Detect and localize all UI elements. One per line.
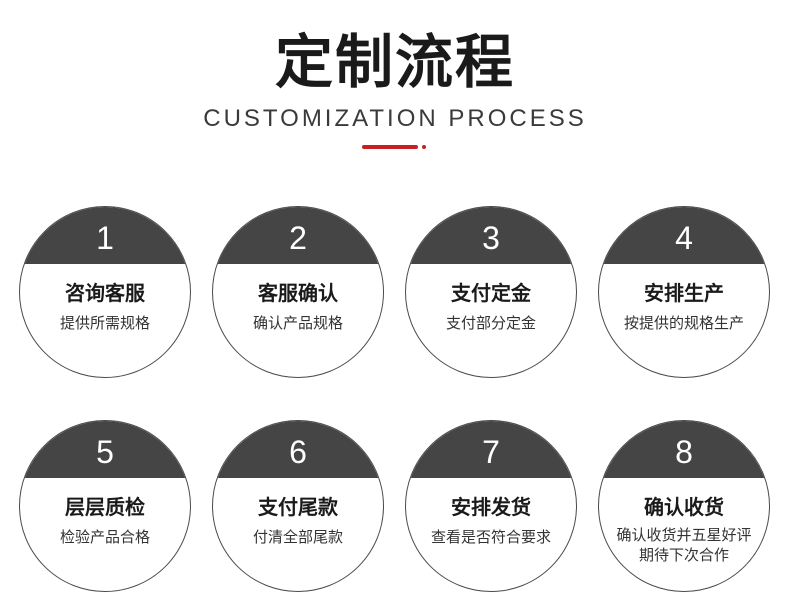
step-description: 确认产品规格 [252, 314, 343, 332]
step-number: 7 [482, 434, 500, 470]
step-title: 层层质检 [65, 495, 145, 519]
step-header [20, 207, 190, 264]
step-header [406, 207, 576, 264]
step-title: 安排发货 [451, 495, 531, 519]
accent-dot [422, 145, 426, 149]
step-number: 1 [96, 220, 114, 256]
step-description: 按提供的规格生产 [623, 314, 744, 332]
step-title: 支付尾款 [258, 495, 338, 519]
step-circle-5: 5 层层质检 检验产品合格 [19, 420, 191, 592]
accent-line [362, 145, 418, 149]
step-circle-8: 8 确认收货 确认收货并五星好评 期待下次合作 [598, 420, 770, 592]
step-title: 咨询客服 [65, 281, 145, 305]
step-header [599, 421, 769, 478]
step-title: 安排生产 [644, 281, 724, 305]
step-header [20, 421, 190, 478]
step-title: 客服确认 [258, 281, 338, 305]
page-subtitle: CUSTOMIZATION PROCESS [203, 105, 587, 132]
page-title: 定制流程 [274, 28, 515, 96]
step-description: 支付部分定金 [445, 314, 536, 332]
step-description: 付清全部尾款 [252, 528, 343, 546]
step-number: 2 [289, 220, 307, 256]
step-circle-3: 3 支付定金 支付部分定金 [405, 206, 577, 378]
step-header [406, 421, 576, 478]
step-header [213, 207, 383, 264]
step-circle-4: 4 安排生产 按提供的规格生产 [598, 206, 770, 378]
step-title: 支付定金 [451, 281, 531, 305]
step-number: 8 [675, 434, 693, 470]
step-title: 确认收货 [644, 495, 724, 519]
step-circle-7: 7 安排发货 查看是否符合要求 [405, 420, 577, 592]
step-description: 提供所需规格 [59, 314, 150, 332]
step-number: 5 [96, 434, 114, 470]
step-description: 检验产品合格 [59, 528, 150, 546]
step-header [213, 421, 383, 478]
step-number: 3 [482, 220, 500, 256]
step-number: 6 [289, 434, 307, 470]
step-description: 确认收货并五星好评 期待下次合作 [616, 526, 752, 564]
step-description: 查看是否符合要求 [430, 528, 551, 546]
step-header [599, 207, 769, 264]
step-circle-6: 6 支付尾款 付清全部尾款 [212, 420, 384, 592]
step-circle-1: 1 咨询客服 提供所需规格 [19, 206, 191, 378]
step-circle-2: 2 客服确认 确认产品规格 [212, 206, 384, 378]
step-number: 4 [675, 220, 693, 256]
